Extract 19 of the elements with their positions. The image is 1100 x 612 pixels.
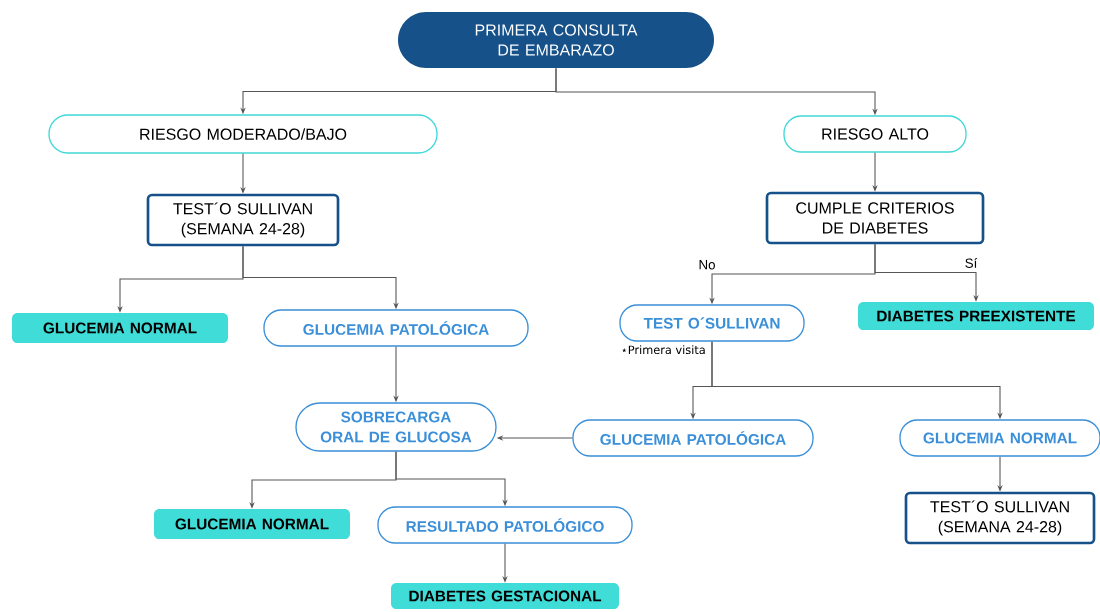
result-box: GLUCEMIA NORMAL (154, 509, 350, 539)
note-text: ⋆Primera visita (622, 345, 705, 355)
risk-box: RIESGO MODERADO/BAJO (48, 114, 438, 154)
decision-box: TEST´O SULLIVAN (SEMANA 24-28) (904, 491, 1096, 545)
step-pill: GLUCEMIA PATOLÓGICA (572, 419, 814, 457)
result-box: DIABETES PREEXISTENTE (858, 302, 1094, 330)
step-pill: GLUCEMIA NORMAL (899, 419, 1100, 457)
step-pill: TEST O´SULLIVAN (619, 304, 805, 342)
result-box: GLUCEMIA NORMAL (12, 313, 228, 343)
risk-box: RIESGO ALTO (783, 115, 967, 153)
decision-box: TEST´O SULLIVAN (SEMANA 24-28) (146, 193, 340, 247)
start-box: PRIMERA CONSULTA DE EMBARAZO (398, 12, 714, 68)
edge-label: Sí (963, 256, 979, 270)
step-pill: GLUCEMIA PATOLÓGICA (263, 309, 529, 347)
result-box: DIABETES GESTACIONAL (391, 583, 619, 609)
step-pill: RESULTADO PATOLÓGICO (377, 506, 633, 544)
edge-label: No (697, 258, 717, 271)
step-pill: SOBRECARGA ORAL DE GLUCOSA (295, 402, 497, 452)
decision-box: CUMPLE CRITERIOS DE DIABETES (765, 191, 985, 245)
